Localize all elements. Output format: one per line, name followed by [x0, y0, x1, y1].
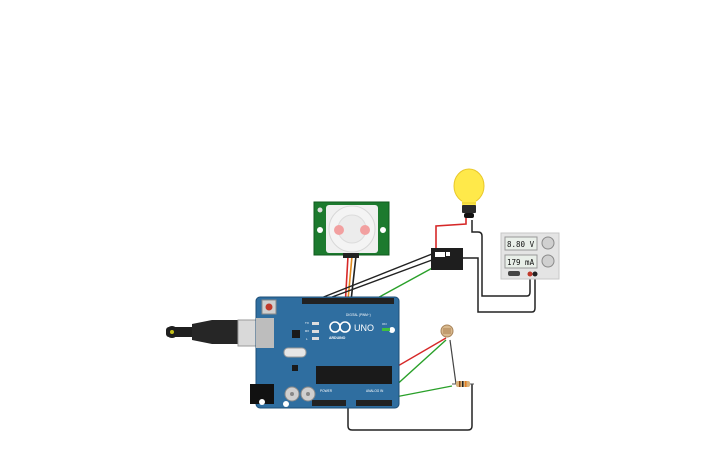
power-header-label: POWER	[320, 389, 333, 393]
board-model: UNO	[354, 323, 374, 333]
digital-header[interactable]	[302, 298, 394, 304]
wire-relay-bulb-red[interactable]	[435, 218, 467, 250]
voltage-knob[interactable]	[541, 236, 555, 250]
l-label: L	[306, 337, 308, 341]
power-jack[interactable]	[250, 384, 274, 404]
wire-resistor-black[interactable]	[347, 384, 473, 431]
wire-resistor-green[interactable]	[389, 385, 453, 399]
wires	[315, 218, 536, 431]
pir-sensor-icon[interactable]	[313, 201, 390, 258]
voltage-display	[504, 236, 538, 251]
voltage-readout: 8.80 V	[507, 240, 535, 249]
tx-label: TX	[305, 321, 309, 325]
photoresistor-icon[interactable]	[440, 324, 454, 338]
terminal-positive[interactable]	[527, 271, 533, 277]
relay-icon[interactable]	[431, 248, 463, 270]
wire-ldr-down[interactable]	[449, 339, 457, 385]
power-header[interactable]	[312, 400, 346, 406]
wire-bulb-supply[interactable]	[471, 220, 531, 297]
current-knob[interactable]	[541, 254, 555, 268]
wire-relay-supply[interactable]	[462, 257, 536, 313]
analog-header-label: ANALOG IN	[366, 389, 384, 393]
power-switch[interactable]	[508, 271, 520, 276]
current-readout: 179 mA	[507, 258, 535, 267]
wire-pir-orange[interactable]	[347, 255, 353, 301]
rx-label: RX	[305, 329, 309, 333]
current-display	[504, 254, 538, 269]
microcontroller-chip	[316, 366, 392, 384]
terminal-negative[interactable]	[532, 271, 538, 277]
wire-relay-black-1[interactable]	[315, 253, 433, 301]
analog-header[interactable]	[356, 400, 392, 406]
board-brand: ARDUINO	[329, 336, 346, 340]
power-supply[interactable]: 8.80 V 179 mA	[500, 232, 560, 280]
arduino-uno-board[interactable]: UNO ARDUINO DIGITAL (PWM~) POWER ANALOG …	[250, 296, 400, 409]
wire-relay-black-2[interactable]	[323, 259, 433, 301]
resistor-icon[interactable]	[452, 381, 474, 387]
arduino-logo-icon	[329, 321, 351, 333]
digital-header-label: DIGITAL (PWM~)	[346, 313, 371, 317]
on-label: ON	[382, 322, 387, 326]
wire-relay-green[interactable]	[371, 265, 437, 302]
light-bulb-icon[interactable]	[453, 168, 485, 218]
